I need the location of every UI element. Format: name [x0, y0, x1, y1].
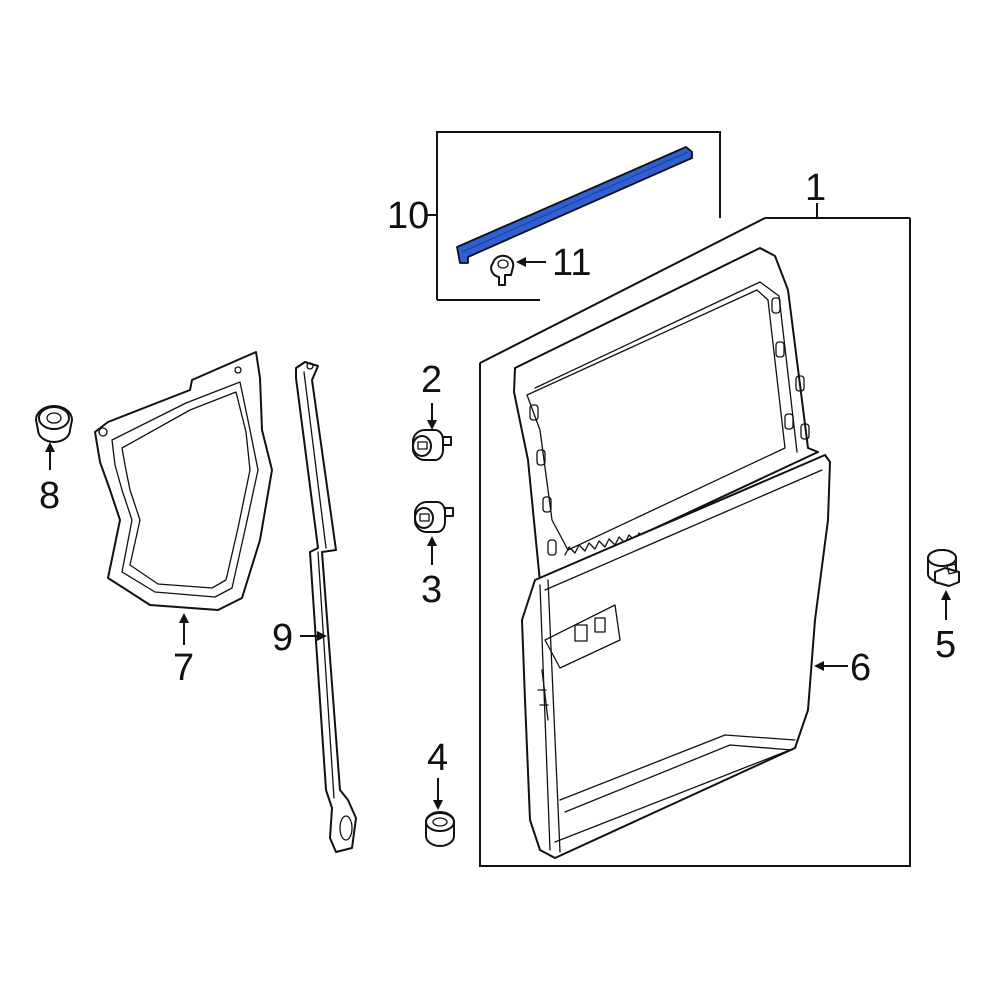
- callout-1: 1: [805, 167, 826, 209]
- stopper-part[interactable]: [425, 811, 455, 847]
- callout-9: 9: [272, 617, 293, 659]
- callout-5: 5: [935, 624, 956, 666]
- callout-3: 3: [421, 569, 442, 611]
- door-box-top-slant: [479, 217, 766, 364]
- door-assembly-box: [479, 203, 911, 867]
- callout-8: 8: [39, 475, 60, 517]
- weatherstrip-part[interactable]: [295, 361, 357, 853]
- grommet-part[interactable]: [35, 405, 73, 443]
- belt-molding-edge: [461, 151, 689, 253]
- molding-clip-part[interactable]: [490, 254, 515, 286]
- access-seal-part[interactable]: [94, 351, 273, 611]
- door-shell-part[interactable]: [513, 247, 831, 859]
- door-box-frame: [479, 218, 911, 867]
- callout-10: 10: [387, 195, 429, 237]
- callout-11: 11: [552, 242, 591, 284]
- callout-4: 4: [427, 737, 448, 779]
- belt-molding-inset: [427, 131, 721, 301]
- callout-7: 7: [173, 647, 194, 689]
- bumper-lower-part[interactable]: [414, 500, 454, 534]
- callout-6: 6: [850, 647, 871, 689]
- bumper-upper-part[interactable]: [412, 428, 452, 462]
- clip-right-part[interactable]: [927, 549, 960, 587]
- callout-2: 2: [421, 359, 442, 401]
